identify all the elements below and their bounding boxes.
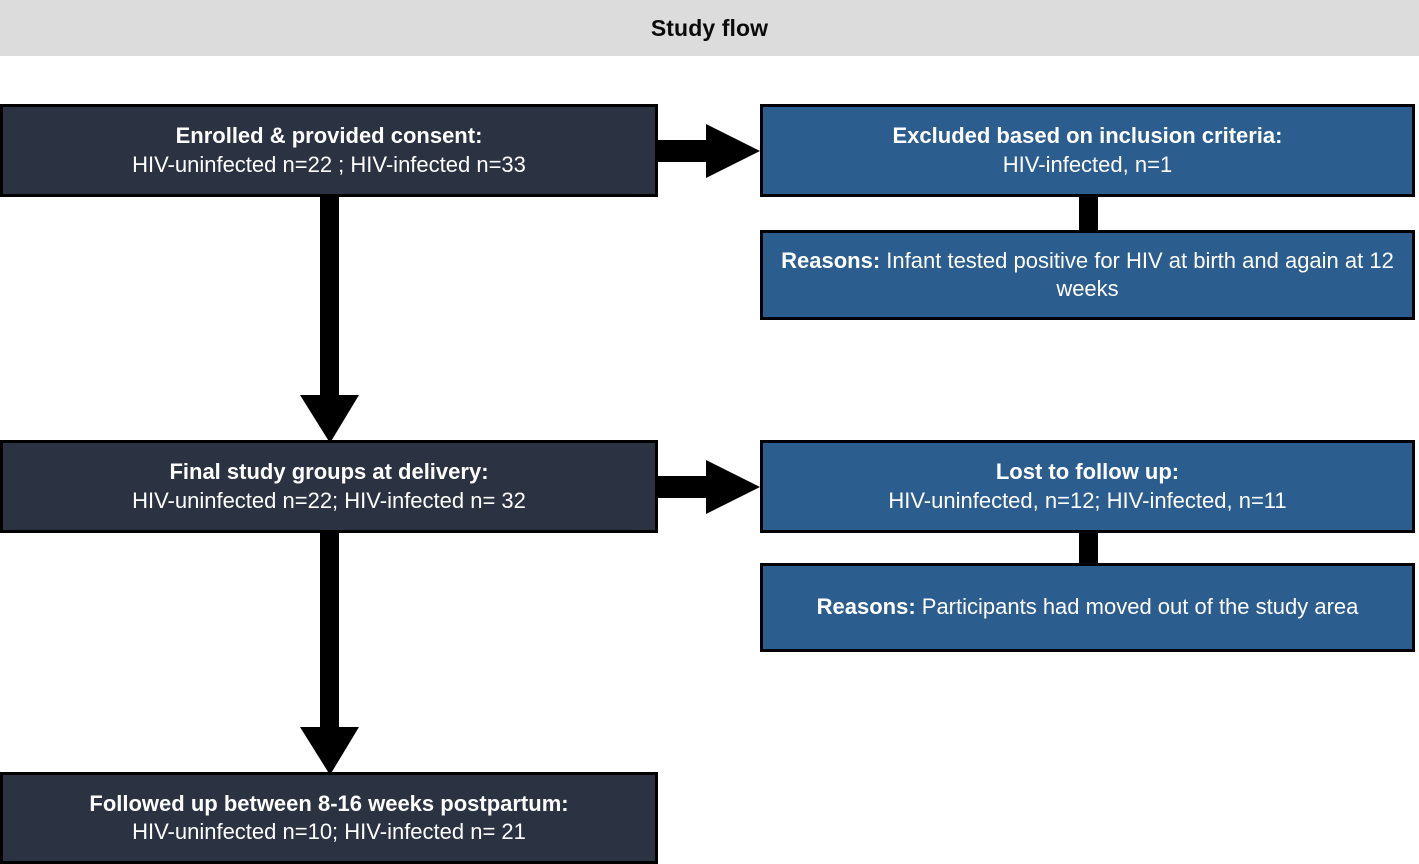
node-final-groups-title: Final study groups at delivery: xyxy=(169,459,489,485)
node-enrolled-detail: HIV-uninfected n=22 ; HIV-infected n=33 xyxy=(132,151,526,177)
node-excluded-reasons-detail: Infant tested positive for HIV at birth … xyxy=(880,247,1394,301)
node-followed-up: Followed up between 8-16 weeks postpartu… xyxy=(0,772,658,864)
arrow-head xyxy=(300,395,359,443)
node-excluded-reasons-label: Reasons: xyxy=(781,247,881,273)
node-lost-detail: HIV-uninfected, n=12; HIV-infected, n=11 xyxy=(888,487,1287,513)
arrow-head xyxy=(706,460,760,514)
arrow-head xyxy=(706,124,760,178)
node-excluded-reasons-text: Reasons: Infant tested positive for HIV … xyxy=(773,247,1402,303)
node-lost-title: Lost to follow up: xyxy=(995,459,1180,485)
arrow-down-icon-enrolled-to-final-groups xyxy=(300,195,359,443)
arrow-right-icon-final-groups-to-lost xyxy=(656,460,762,514)
node-final-groups-detail: HIV-uninfected n=22; HIV-infected n= 32 xyxy=(132,487,526,513)
arrow-shaft xyxy=(320,531,339,729)
connector-lost-to-reasons xyxy=(1079,530,1098,566)
arrow-down-icon-final-groups-to-followed-up xyxy=(300,531,359,775)
node-excluded-title: Excluded based on inclusion criteria: xyxy=(892,123,1283,149)
page-title: Study flow xyxy=(650,14,769,41)
node-excluded-detail: HIV-infected, n=1 xyxy=(1002,151,1173,177)
arrow-right-icon-enrolled-to-excluded xyxy=(656,124,762,178)
node-excluded: Excluded based on inclusion criteria: HI… xyxy=(760,104,1415,197)
node-followed-up-detail: HIV-uninfected n=10; HIV-infected n= 21 xyxy=(132,819,526,844)
node-lost-to-follow-up: Lost to follow up: HIV-uninfected, n=12;… xyxy=(760,440,1415,533)
arrow-shaft xyxy=(656,476,710,498)
node-followed-up-title: Followed up between 8-16 weeks postpartu… xyxy=(89,790,569,816)
connector-excluded-to-reasons xyxy=(1079,194,1098,233)
arrow-head xyxy=(300,727,359,775)
node-excluded-reasons: Reasons: Infant tested positive for HIV … xyxy=(760,230,1415,320)
node-enrolled-title: Enrolled & provided consent: xyxy=(175,123,483,149)
node-lost-reasons: Reasons: Participants had moved out of t… xyxy=(760,563,1415,652)
node-final-groups: Final study groups at delivery: HIV-unin… xyxy=(0,440,658,533)
node-enrolled: Enrolled & provided consent: HIV-uninfec… xyxy=(0,104,658,197)
header-bar: Study flow xyxy=(0,0,1419,56)
node-lost-reasons-detail: Participants had moved out of the study … xyxy=(915,594,1359,620)
node-lost-reasons-label: Reasons: xyxy=(816,594,916,620)
arrow-shaft xyxy=(320,195,339,397)
node-lost-reasons-text: Reasons: Participants had moved out of t… xyxy=(773,593,1402,621)
arrow-shaft xyxy=(656,140,710,162)
